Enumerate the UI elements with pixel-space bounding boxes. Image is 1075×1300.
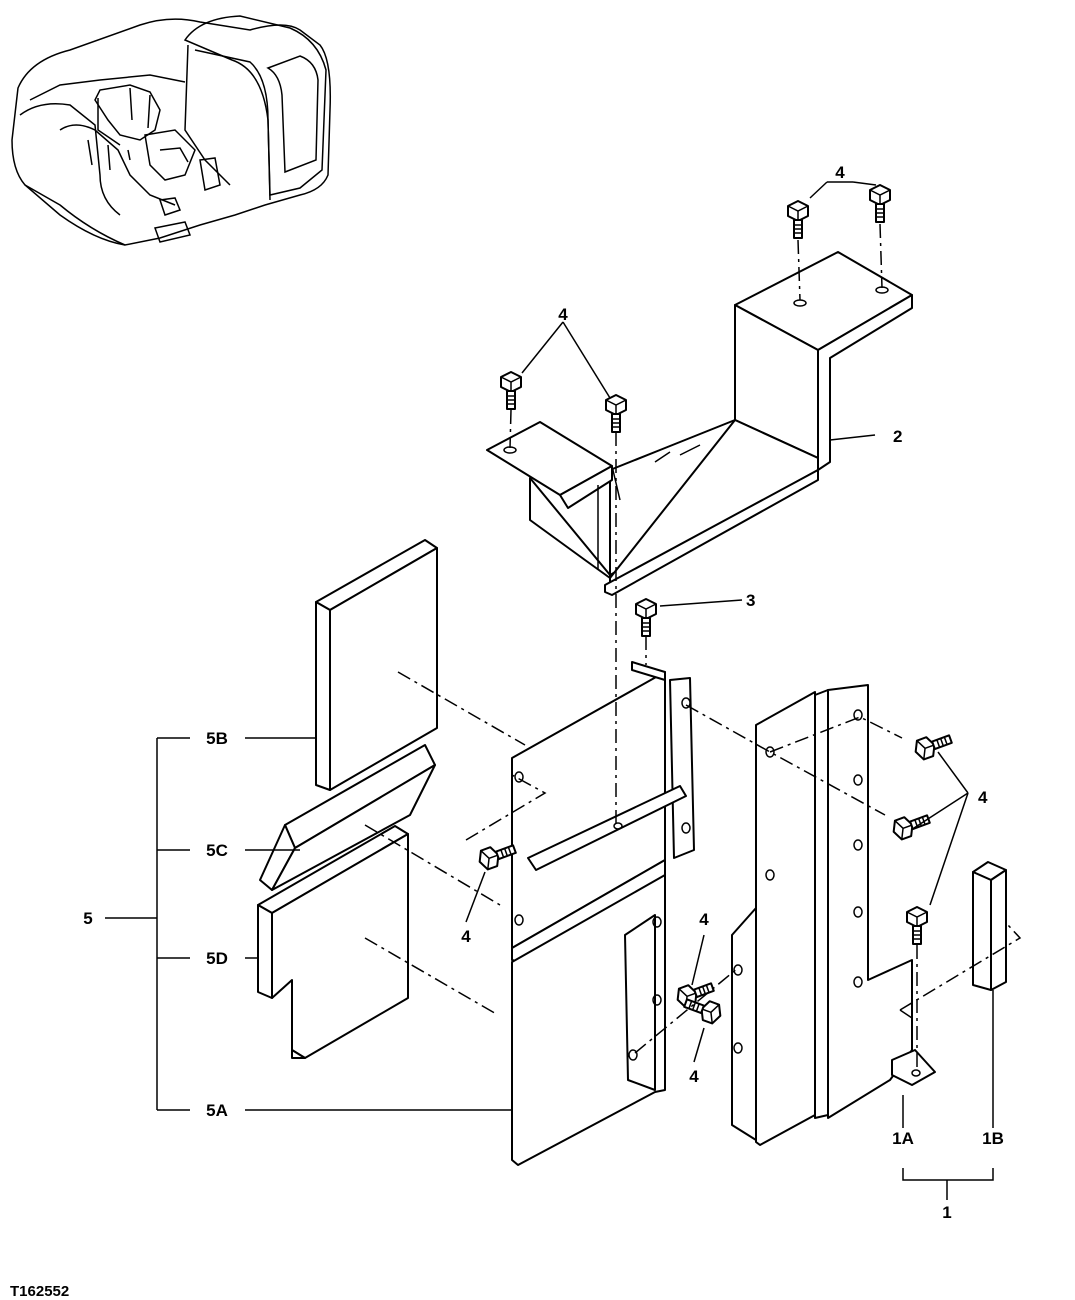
callout-1: 1 <box>942 1203 951 1222</box>
leader-lines <box>105 181 994 1200</box>
screw-left <box>478 844 517 871</box>
callout-labels: 4 4 2 3 4 4 4 4 5B 5C 5D 5A 5 1A 1B 1 <box>83 163 1004 1222</box>
callout-2: 2 <box>893 427 902 446</box>
screw-mid-2 <box>683 998 722 1025</box>
part-1b-block <box>972 861 1007 991</box>
callout-4-right: 4 <box>978 788 988 807</box>
callout-3: 3 <box>746 591 755 610</box>
assembly-lines <box>364 223 1022 1070</box>
part-5b-pad <box>315 539 438 791</box>
callout-4-top-left: 4 <box>558 305 568 324</box>
screw-right-1 <box>914 734 953 761</box>
screw-right-2 <box>892 814 931 841</box>
callout-5a: 5A <box>206 1101 228 1120</box>
screw-3 <box>635 598 657 637</box>
part-1a-large-bracket <box>731 684 936 1146</box>
part-5d-pad <box>257 825 409 1059</box>
callout-4-top-right: 4 <box>835 163 845 182</box>
part-5c-pad <box>259 744 436 891</box>
screw-top-1 <box>787 200 809 239</box>
part-5a-bracket <box>511 661 695 1166</box>
part-2-upper-bracket <box>486 251 913 596</box>
cab-location-inset <box>11 15 332 246</box>
callout-4-mid-lower: 4 <box>689 1067 699 1086</box>
callout-5: 5 <box>83 909 92 928</box>
screw-top-3 <box>500 371 522 410</box>
callout-5d: 5D <box>206 949 228 968</box>
callout-4-mid-upper: 4 <box>699 910 709 929</box>
screw-top-4 <box>605 394 627 433</box>
screw-right-3 <box>906 906 928 945</box>
cap-screws <box>478 184 953 1025</box>
callout-4-left: 4 <box>461 927 471 946</box>
callout-1a: 1A <box>892 1129 914 1148</box>
screw-top-2 <box>869 184 891 223</box>
callout-5b: 5B <box>206 729 228 748</box>
callout-1b: 1B <box>982 1129 1004 1148</box>
callout-5c: 5C <box>206 841 228 860</box>
figure-id: T162552 <box>10 1283 69 1300</box>
